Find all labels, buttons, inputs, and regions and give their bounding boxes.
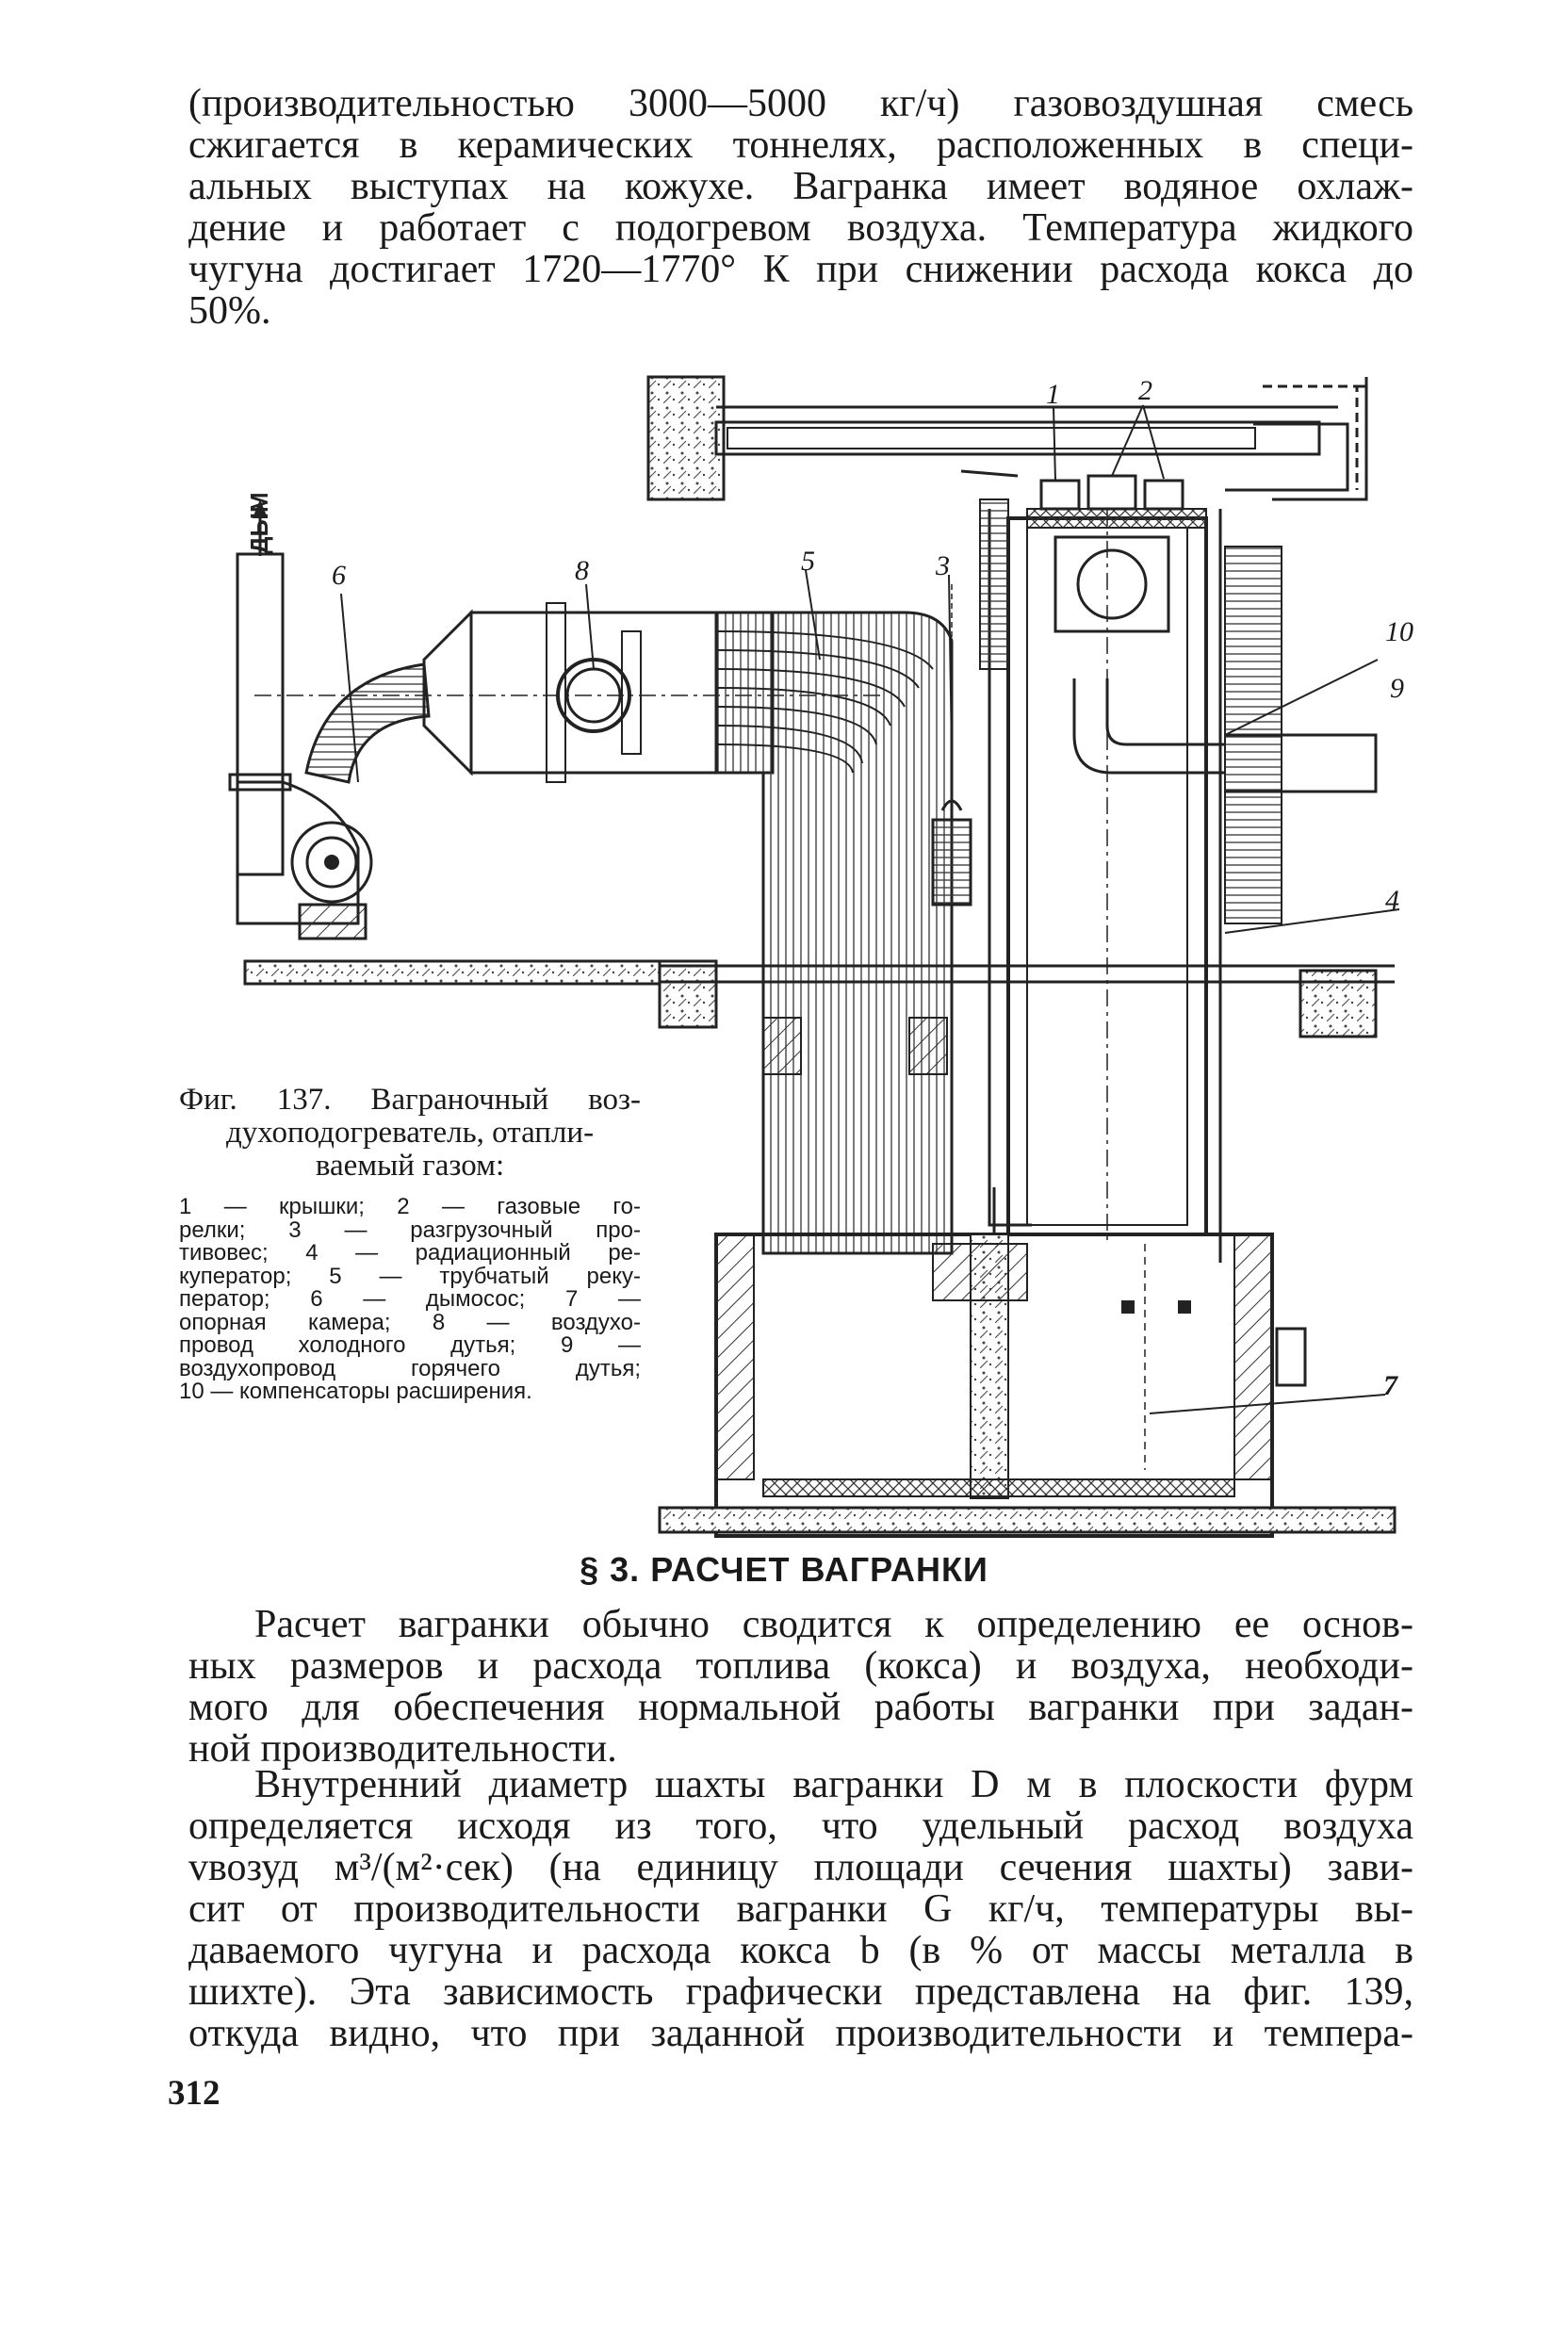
legend-line: тивовес; 4 — радиационный ре- bbox=[179, 1240, 641, 1266]
intro-paragraph: (производительностью 3000—5000 кг/ч) газ… bbox=[188, 83, 1413, 332]
page-number: 312 bbox=[168, 2074, 220, 2113]
label-4: 4 bbox=[1385, 885, 1399, 916]
legend-line: релки; 3 — разгрузочный про- bbox=[179, 1217, 641, 1243]
caption-line: ваемый газом: bbox=[315, 1149, 505, 1183]
caption-line: духоподогреватель, отапли- bbox=[225, 1116, 595, 1150]
text-line: даваемого чугуна и расхода кокса b (в % … bbox=[188, 1929, 1413, 1972]
cupola-air-heater-drawing: ДЫМ bbox=[228, 375, 1413, 1538]
radiation-recuperator bbox=[1006, 509, 1378, 1244]
paragraph-2: Внутренний диаметр шахты вагранки D м в … bbox=[188, 1764, 1413, 2054]
label-3: 3 bbox=[935, 550, 950, 581]
text-line: мого для обеспечения нормальной работы в… bbox=[188, 1686, 1413, 1729]
label-6: 6 bbox=[332, 560, 346, 591]
text-line: ных размеров и расхода топлива (кокса) и… bbox=[188, 1644, 1413, 1688]
label-8: 8 bbox=[575, 555, 589, 586]
smoke-label: ДЫМ bbox=[245, 492, 273, 554]
support-chamber bbox=[658, 1233, 1396, 1538]
legend-line: 1 — крышки; 2 — газовые го- bbox=[179, 1194, 641, 1219]
text-line: альных выступах на кожухе. Вагранка имее… bbox=[188, 165, 1413, 208]
top-covers-burners bbox=[960, 469, 1207, 529]
text-line: дение и работает с подогревом воздуха. Т… bbox=[188, 206, 1413, 250]
legend-line: 10 — компенсаторы расширения. bbox=[179, 1379, 532, 1404]
legend-line: воздухопровод горячего дутья; bbox=[179, 1355, 641, 1381]
caption-line: Фиг. 137. Ваграночный воз- bbox=[179, 1083, 641, 1117]
text-line: чугуна достигает 1720—1770° К при снижен… bbox=[188, 248, 1413, 291]
label-7: 7 bbox=[1383, 1370, 1398, 1401]
section-heading: § 3. РАСЧЕТ ВАГРАНКИ bbox=[580, 1550, 988, 1589]
callout-lines bbox=[340, 404, 1400, 934]
text-line: ной производительности. bbox=[188, 1727, 617, 1771]
tubular-recuperator bbox=[714, 611, 954, 1255]
text-line: сит от производительности вагранки G кг/… bbox=[188, 1887, 1413, 1931]
label-1: 1 bbox=[1046, 379, 1060, 410]
legend-line: куператор; 5 — трубчатый реку- bbox=[179, 1263, 641, 1289]
outer-casing bbox=[979, 498, 1282, 1263]
legend-line: опорная камера; 8 — воздухо- bbox=[179, 1309, 641, 1335]
caption-legend: 1 — крышки; 2 — газовые го- релки; 3 — р… bbox=[179, 1194, 641, 1404]
legend-line: провод холодного дутья; 9 — bbox=[179, 1332, 641, 1358]
label-2: 2 bbox=[1138, 375, 1152, 406]
text-line: откуда видно, что при заданной производи… bbox=[188, 2012, 1413, 2055]
smoke-stack: ДЫМ bbox=[228, 492, 292, 876]
text-line: Расчет вагранки обычно сводится к опреде… bbox=[254, 1603, 1413, 1646]
floor-line bbox=[243, 959, 1395, 1038]
paragraph-1: Расчет вагранки обычно сводится к опреде… bbox=[188, 1604, 1413, 1770]
text-line: 50%. bbox=[188, 289, 271, 333]
top-left-wall bbox=[646, 375, 726, 501]
smoke-exhauster bbox=[236, 662, 431, 940]
legend-line: ператор; 6 — дымосос; 7 — bbox=[179, 1286, 641, 1312]
caption-title: Фиг. 137. Ваграночный воз- духоподогрева… bbox=[179, 1084, 641, 1183]
label-9: 9 bbox=[1390, 673, 1404, 704]
text-line: Внутренний диаметр шахты вагранки D м в … bbox=[254, 1763, 1413, 1806]
top-duct bbox=[714, 377, 1368, 501]
text-line: сжигается в керамических тоннелях, распо… bbox=[188, 123, 1413, 167]
label-10: 10 bbox=[1385, 616, 1413, 647]
text-line: (производительностью 3000—5000 кг/ч) газ… bbox=[188, 82, 1413, 125]
text-line: определяется исходя из того, что удельны… bbox=[188, 1805, 1413, 1848]
figure-caption: Фиг. 137. Ваграночный воз- духоподогрева… bbox=[179, 1084, 641, 1404]
text-line: шихте). Эта зависимость графически предс… bbox=[188, 1970, 1413, 2014]
text-line: vвозуд м³/(м²·сек) (на единицу площади с… bbox=[188, 1846, 1413, 1889]
label-5: 5 bbox=[801, 546, 815, 577]
